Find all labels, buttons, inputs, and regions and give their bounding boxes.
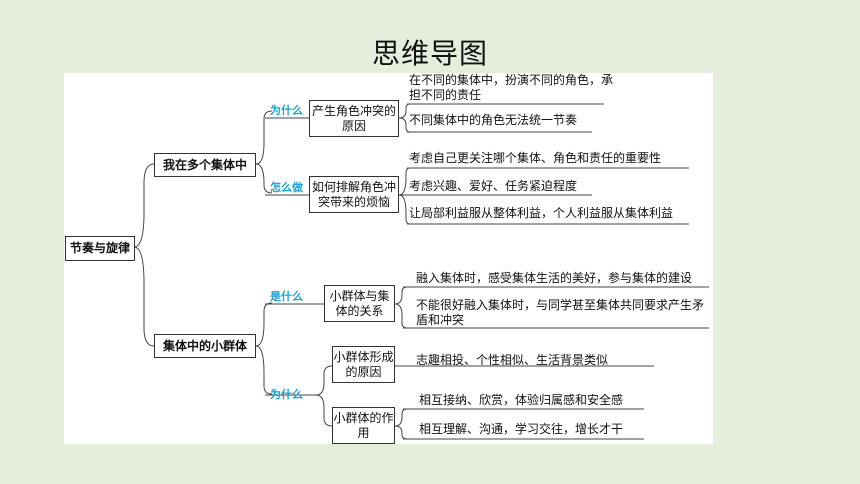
- leaf-effect-2: 相互理解、沟通，学习交往，增长才干: [419, 422, 624, 436]
- leaf-reason-1: 志趣相投、个性相似、生活背景类似: [416, 353, 609, 367]
- leaf-effect-1: 相互接纳、欣赏，体验归属感和安全感: [419, 393, 624, 407]
- tag-how: 怎么做: [270, 181, 303, 194]
- leaf-cause-1: 在不同的集体中，扮演不同的角色，承担不同的责任: [409, 73, 614, 102]
- node-resolve-conflict: 如何排解角色冲突带来的烦恼: [309, 176, 399, 213]
- mind-map: 节奏与旋律 我在多个集体中 为什么 产生角色冲突的原因 在不同的集体中，扮演不同…: [64, 73, 713, 444]
- tag-what: 是什么: [270, 290, 303, 303]
- node-formation-reason: 小群体形成的原因: [332, 346, 395, 383]
- leaf-solve-2: 考虑兴趣、爱好、任务紧迫程度: [409, 179, 578, 193]
- branch-node-multiple-groups: 我在多个集体中: [154, 153, 256, 177]
- connector-lines: [133, 103, 709, 440]
- leaf-cause-2: 不同集体中的角色无法统一节奏: [409, 113, 578, 127]
- leaf-solve-3: 让局部利益服从整体利益，个人利益服从集体利益: [409, 206, 674, 220]
- root-node: 节奏与旋律: [65, 236, 135, 261]
- leaf-relation-1: 融入集体时，感受集体生活的美好，参与集体的建设: [416, 271, 693, 285]
- leaf-solve-1: 考虑自己更关注哪个集体、角色和责任的重要性: [409, 151, 662, 165]
- tag-why: 为什么: [270, 104, 303, 117]
- node-conflict-cause: 产生角色冲突的原因: [309, 100, 399, 137]
- leaf-relation-2: 不能很好融入集体时，与同学甚至集体共同要求产生矛盾和冲突: [416, 298, 705, 327]
- page-title: 思维导图: [371, 37, 488, 70]
- node-group-relation: 小群体与集体的关系: [324, 285, 395, 322]
- node-group-effect: 小群体的作用: [332, 407, 395, 444]
- branch-node-small-groups: 集体中的小群体: [154, 334, 256, 358]
- tag-why-2: 为什么: [270, 388, 303, 401]
